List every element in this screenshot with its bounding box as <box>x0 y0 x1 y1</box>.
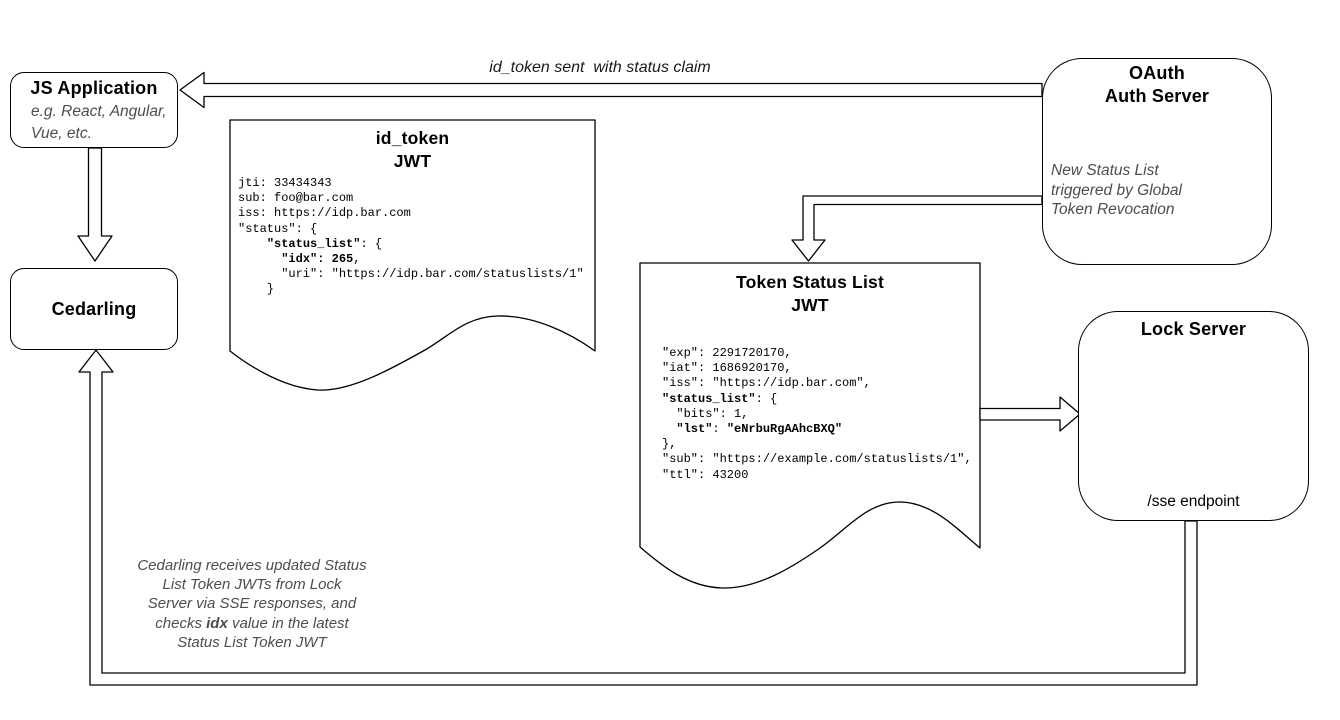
id-token-arrow-label: id_token sent with status claim <box>489 59 711 76</box>
token-status-doc-code: "exp": 2291720170,"iat": 1686920170,"iss… <box>662 346 972 482</box>
oauth-auth-server-note: New Status List triggered by Global Toke… <box>1051 162 1182 218</box>
oauth-auth-server-box <box>1042 58 1272 265</box>
arrow-oauth-to-tokenstatus <box>791 195 1043 262</box>
js-application-box <box>10 72 178 148</box>
arrow-jsapp-to-cedarling <box>77 147 113 262</box>
id-token-doc-title: id_token JWT <box>375 128 450 171</box>
sse-endpoint-label: /sse endpoint <box>1147 493 1240 510</box>
arrow-tokenstatus-to-lockserver <box>979 396 1081 432</box>
cedarling-title: Cedarling <box>51 298 137 319</box>
lock-server-title: Lock Server <box>1140 319 1247 339</box>
js-application-title: JS Application <box>30 78 158 98</box>
oauth-auth-server-title: OAuth Auth Server <box>1104 63 1210 106</box>
cedarling-box <box>10 268 178 350</box>
arrow-oauth-to-jsapp <box>179 71 1043 109</box>
token-status-doc-title: Token Status List JWT <box>736 272 884 315</box>
js-application-subtitle: e.g. React, Angular, Vue, etc. <box>31 103 167 142</box>
lock-server-box <box>1078 311 1309 521</box>
